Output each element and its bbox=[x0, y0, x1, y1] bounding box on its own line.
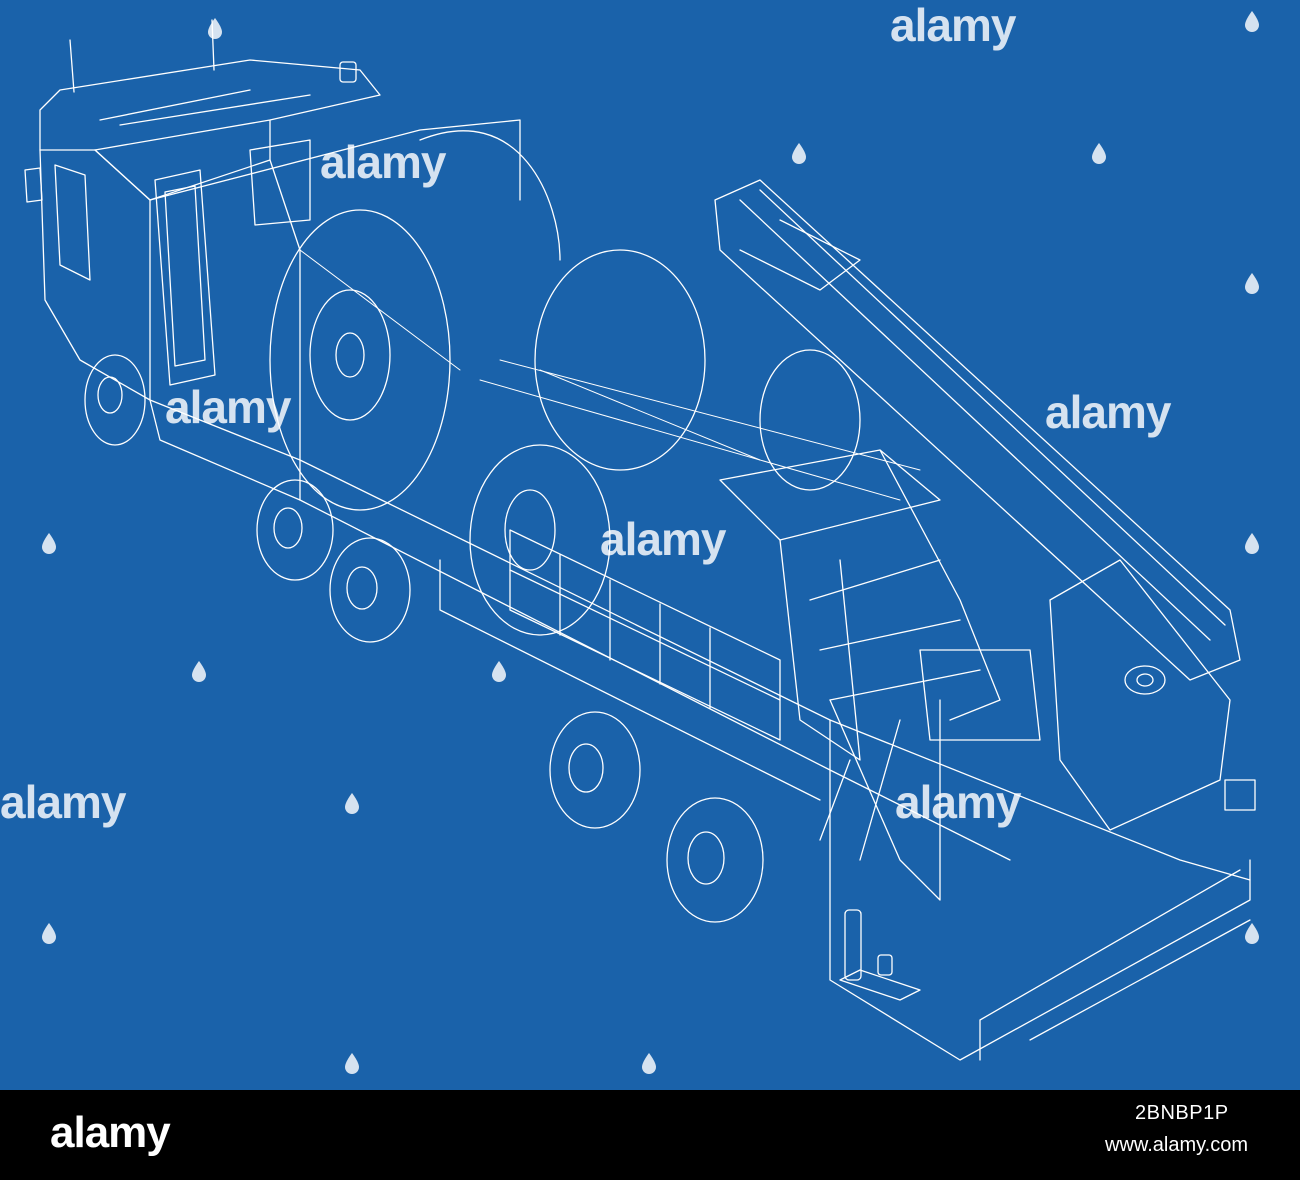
side-railing bbox=[509, 529, 781, 741]
blueprint-canvas: alamy alamy alamy alamy alamy alamy alam… bbox=[0, 0, 1300, 1090]
truck-cab bbox=[24, 59, 381, 401]
truck-chassis bbox=[299, 459, 1251, 1061]
cable-reels bbox=[269, 130, 861, 636]
truck-body bbox=[149, 119, 521, 501]
truck-wireframe-drawing bbox=[24, 19, 1256, 1061]
derrick-frame bbox=[719, 449, 1041, 901]
support-cables bbox=[299, 249, 921, 501]
alamy-logo: alamy bbox=[50, 1108, 171, 1157]
stabilizer-leg bbox=[839, 909, 921, 1001]
antennas bbox=[69, 19, 215, 93]
crane-boom bbox=[714, 179, 1256, 831]
stock-footer-bar bbox=[0, 1090, 1300, 1180]
image-id-label: 2BNBP1P bbox=[1135, 1102, 1229, 1124]
site-url-label: www.alamy.com bbox=[1105, 1134, 1248, 1156]
truck-wheels bbox=[84, 354, 764, 923]
